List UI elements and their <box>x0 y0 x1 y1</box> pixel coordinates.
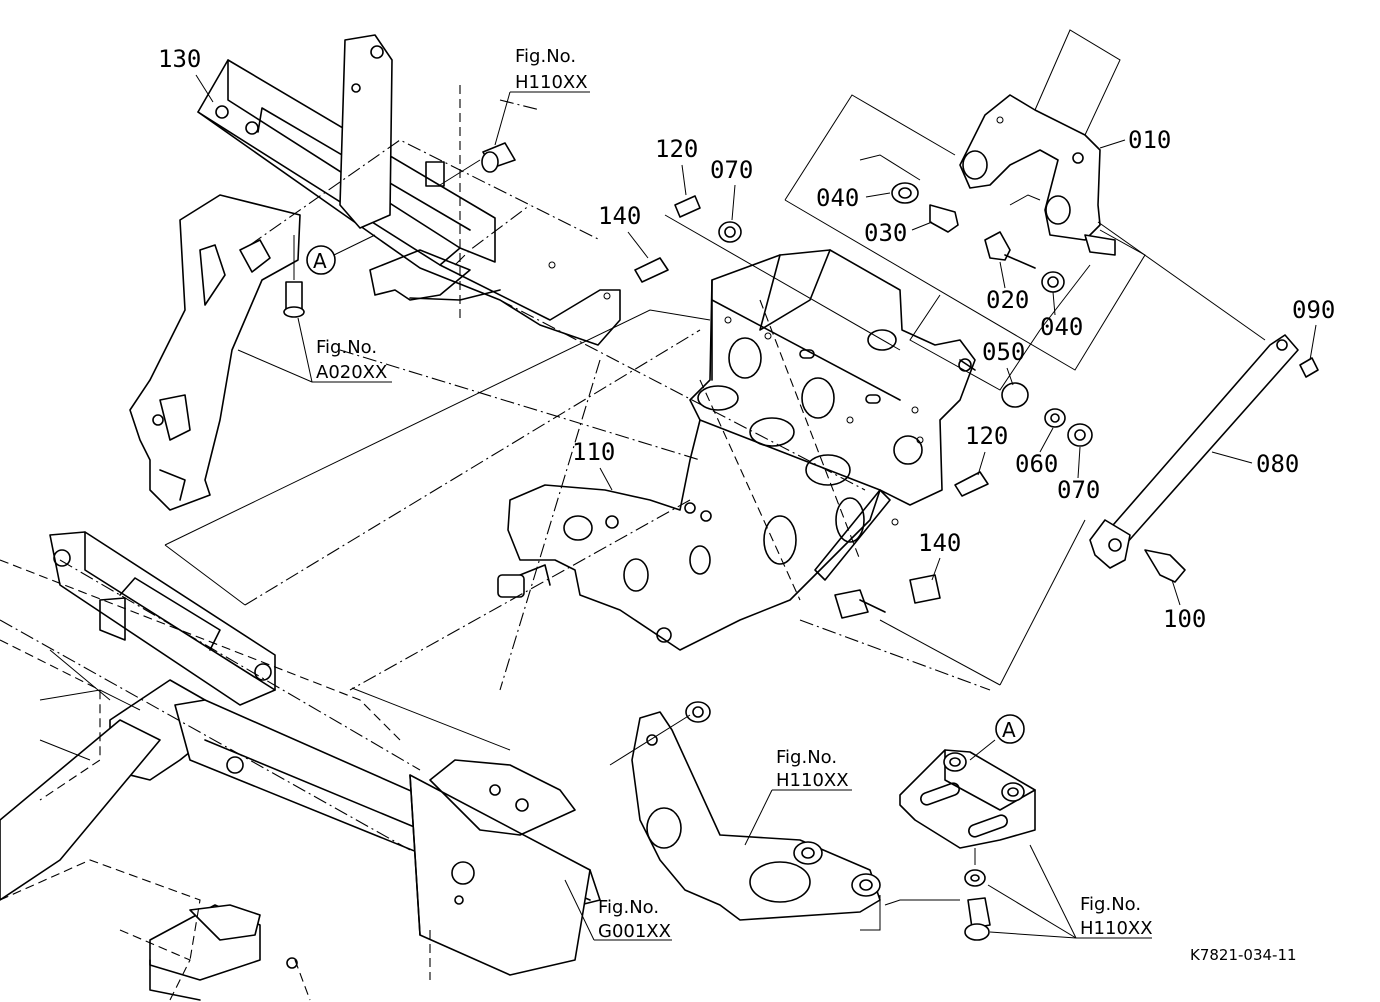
svg-text:Fig.No.: Fig.No. <box>515 46 576 67</box>
label-080: 080 <box>1256 450 1299 478</box>
svg-text:H110XX: H110XX <box>776 770 849 791</box>
svg-text:H110XX: H110XX <box>1080 918 1153 939</box>
upper-bracket-130 <box>197 34 621 346</box>
label-140-b: 140 <box>918 529 961 557</box>
svg-text:Fig.No.: Fig.No. <box>598 897 659 918</box>
detail-a-bracket <box>899 739 1036 941</box>
rod-080 <box>999 221 1319 686</box>
fig-ref-h110-top: Fig.No. H110XX <box>494 46 590 146</box>
pedal-bracket-110 <box>507 249 976 651</box>
label-130: 130 <box>158 45 201 73</box>
svg-text:H110XX: H110XX <box>515 72 588 93</box>
label-010: 010 <box>1128 126 1171 154</box>
left-plate <box>129 194 301 511</box>
svg-text:G001XX: G001XX <box>598 921 671 942</box>
pin-lower <box>834 589 886 619</box>
bolt-110 <box>497 564 551 598</box>
label-050: 050 <box>982 338 1025 366</box>
label-100: 100 <box>1163 605 1206 633</box>
fig-ref-h110-mid: Fig.No. H110XX <box>744 747 852 846</box>
svg-text:Fig.No.: Fig.No. <box>1080 894 1141 915</box>
small-parts-mid <box>1001 382 1093 447</box>
label-040-a: 040 <box>816 184 859 212</box>
svg-text:A020XX: A020XX <box>316 362 387 383</box>
label-060: 060 <box>1015 450 1058 478</box>
diagram-code: K7821-034-11 <box>1190 946 1297 964</box>
label-140-a: 140 <box>598 202 641 230</box>
small-parts-upper <box>891 182 1065 293</box>
pedal-arm-010 <box>959 29 1121 256</box>
bolt-a020 <box>283 235 305 318</box>
projection-lines <box>164 99 1001 751</box>
lower-bracket <box>609 701 960 931</box>
label-090: 090 <box>1292 296 1335 324</box>
fasteners <box>634 195 989 604</box>
detail-marker-a-left: A <box>306 234 376 275</box>
svg-text:A: A <box>1002 718 1016 742</box>
svg-text:A: A <box>313 249 327 273</box>
fig-ref-h110-right: Fig.No. H110XX <box>987 844 1153 939</box>
svg-text:Fig.No.: Fig.No. <box>316 337 377 358</box>
fig-ref-a020: Fig.No. A020XX <box>237 317 392 383</box>
label-030: 030 <box>864 219 907 247</box>
fig-ref-g001: Fig.No. G001XX <box>564 879 672 942</box>
label-120-a: 120 <box>655 135 698 163</box>
label-020: 020 <box>986 286 1029 314</box>
detail-marker-a-right: A <box>995 714 1025 744</box>
label-070-a: 070 <box>710 156 753 184</box>
label-040-b: 040 <box>1040 313 1083 341</box>
label-120-b: 120 <box>965 422 1008 450</box>
label-110: 110 <box>572 438 615 466</box>
main-frame <box>0 531 601 1001</box>
label-070-b: 070 <box>1057 476 1100 504</box>
bolt-h110-top <box>439 142 516 186</box>
svg-text:Fig.No.: Fig.No. <box>776 747 837 768</box>
